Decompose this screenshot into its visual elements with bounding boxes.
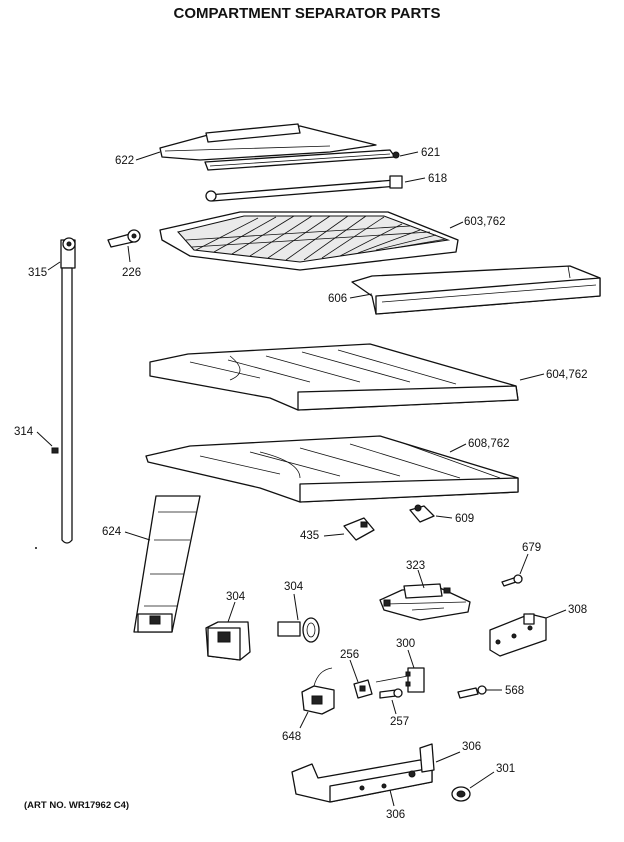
part-679-screw[interactable] bbox=[501, 574, 523, 587]
part-304-knob[interactable] bbox=[277, 617, 320, 643]
leader-304a bbox=[227, 601, 236, 623]
leader-435 bbox=[323, 533, 345, 537]
part-603-grid-shelf[interactable] bbox=[159, 211, 459, 271]
part-300-switch[interactable] bbox=[375, 667, 425, 693]
leader-609 bbox=[435, 515, 453, 519]
part-435-clip[interactable] bbox=[343, 517, 375, 541]
part-301-knob[interactable] bbox=[451, 786, 471, 802]
callout-306-a: 306 bbox=[462, 741, 481, 753]
callout-609: 609 bbox=[455, 513, 474, 525]
leader-257 bbox=[391, 699, 397, 715]
leader-315 bbox=[47, 261, 61, 271]
callout-621: 621 bbox=[421, 147, 440, 159]
leader-323 bbox=[417, 569, 425, 589]
leader-679 bbox=[519, 553, 529, 575]
callout-624: 624 bbox=[102, 526, 122, 538]
callout-314: 314 bbox=[14, 426, 34, 438]
part-314-vertical-rod[interactable] bbox=[51, 267, 73, 544]
leader-306a bbox=[435, 751, 461, 763]
part-226-pin[interactable] bbox=[107, 229, 141, 248]
leader-306b bbox=[389, 789, 395, 807]
callout-306-b: 306 bbox=[386, 809, 405, 821]
callout-256: 256 bbox=[340, 649, 359, 661]
part-604-pan[interactable] bbox=[149, 343, 519, 411]
leader-624 bbox=[124, 531, 151, 541]
callout-301: 301 bbox=[496, 763, 515, 775]
callout-323: 323 bbox=[406, 560, 425, 572]
leader-606 bbox=[349, 293, 373, 299]
leader-300 bbox=[407, 649, 415, 669]
callout-568: 568 bbox=[505, 685, 524, 697]
part-606-drawer-front[interactable] bbox=[351, 265, 601, 315]
callout-315: 315 bbox=[28, 267, 47, 279]
part-609-clip[interactable] bbox=[409, 504, 435, 523]
part-257-screw[interactable] bbox=[379, 688, 403, 699]
callout-435: 435 bbox=[300, 530, 319, 542]
speck bbox=[35, 547, 37, 549]
callout-226: 226 bbox=[122, 267, 141, 279]
part-323-housing[interactable] bbox=[379, 583, 471, 621]
callout-603-762: 603,762 bbox=[464, 216, 506, 228]
leader-301 bbox=[469, 771, 495, 789]
leader-608 bbox=[449, 443, 467, 453]
callout-300: 300 bbox=[396, 638, 415, 650]
part-618-rod[interactable] bbox=[205, 175, 403, 202]
leader-226 bbox=[127, 245, 131, 263]
part-624-bracket[interactable] bbox=[133, 495, 201, 633]
leader-603 bbox=[449, 221, 464, 229]
callout-304-b: 304 bbox=[284, 581, 304, 593]
leader-621 bbox=[399, 151, 419, 157]
part-315-hinge[interactable] bbox=[60, 237, 76, 269]
callout-679: 679 bbox=[522, 542, 541, 554]
leader-618 bbox=[404, 177, 426, 183]
part-621-rail[interactable] bbox=[204, 149, 400, 171]
part-568-screw[interactable] bbox=[457, 685, 487, 699]
leader-256 bbox=[349, 659, 359, 683]
callout-604-762: 604,762 bbox=[546, 369, 588, 381]
part-304-box[interactable] bbox=[205, 621, 251, 661]
callout-622: 622 bbox=[115, 155, 134, 167]
leader-304b bbox=[293, 593, 299, 621]
part-308-plate[interactable] bbox=[489, 613, 547, 657]
part-256-connector[interactable] bbox=[353, 679, 373, 699]
callout-308: 308 bbox=[568, 604, 587, 616]
callout-648: 648 bbox=[282, 731, 301, 743]
part-306-base[interactable] bbox=[291, 743, 435, 803]
leader-308 bbox=[545, 609, 567, 619]
callout-257: 257 bbox=[390, 716, 409, 728]
leader-604 bbox=[519, 373, 545, 381]
callout-618: 618 bbox=[428, 173, 447, 185]
callout-606: 606 bbox=[328, 293, 347, 305]
leader-648 bbox=[299, 711, 309, 729]
callout-304-a: 304 bbox=[226, 591, 246, 603]
leader-622 bbox=[135, 151, 161, 161]
diagram-title: COMPARTMENT SEPARATOR PARTS bbox=[174, 5, 441, 22]
leader-314 bbox=[36, 431, 53, 447]
part-622-cover[interactable] bbox=[159, 123, 377, 161]
art-number: (ART NO. WR17962 C4) bbox=[24, 800, 129, 811]
callout-608-762: 608,762 bbox=[468, 438, 510, 450]
part-648-thermostat[interactable] bbox=[301, 667, 335, 715]
part-608-pan[interactable] bbox=[145, 435, 519, 503]
